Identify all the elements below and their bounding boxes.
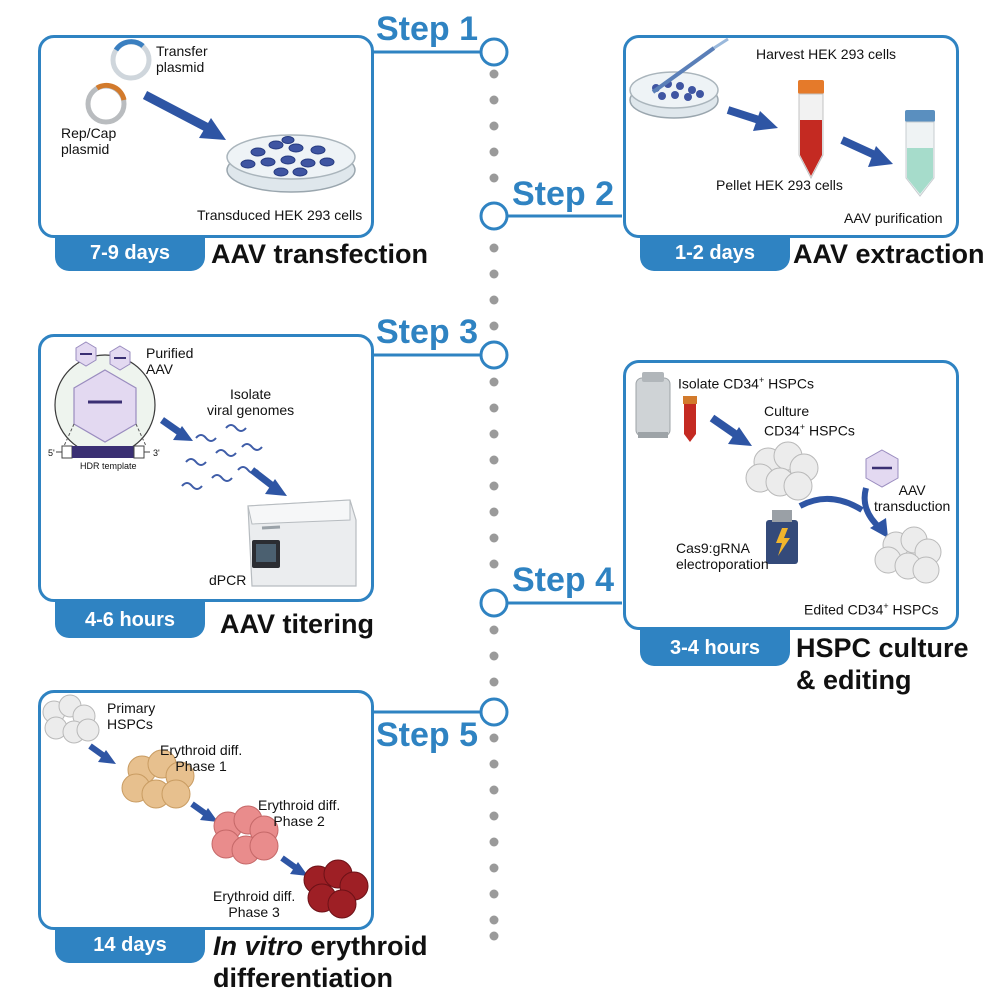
cell-cluster-icon: [42, 694, 100, 744]
cell-cluster-icon: [874, 526, 942, 584]
arrow-icon: [142, 91, 211, 132]
three-prime-label: 3': [153, 448, 160, 458]
step-1-title: AAV transfection: [211, 239, 429, 269]
step-2-title: AAV extraction: [793, 239, 985, 269]
step-4-title: HSPC culture & editing: [796, 633, 969, 695]
step-5-label: Step 5: [376, 716, 479, 754]
aav-transduction-label: AAV transduction: [874, 482, 951, 514]
transduced-cells-label: Transduced HEK 293 cells: [197, 207, 363, 223]
electroporation-icon: [766, 510, 798, 564]
step-5-duration-badge: 14 days: [55, 927, 205, 963]
step-1-label: Step 1: [376, 10, 479, 48]
step-1-duration-badge: 7-9 days: [55, 235, 205, 271]
dpcr-label: dPCR: [209, 572, 247, 588]
phase-3-label: Erythroid diff. Phase 3: [213, 888, 296, 920]
step-2-duration-badge: 1-2 days: [640, 235, 790, 271]
step-2-panel: [623, 35, 959, 238]
phase-2-label: Erythroid diff. Phase 2: [258, 797, 341, 829]
plasmid-icon: [110, 39, 152, 81]
step-4-label: Step 4: [512, 561, 615, 599]
step-3-duration-badge: 4-6 hours: [55, 602, 205, 638]
primary-hspcs-label: Primary HSPCs: [107, 700, 156, 732]
step-3-title: AAV titering: [220, 609, 374, 639]
edited-cd34-label: Edited CD34+ HSPCs: [804, 601, 939, 618]
step-5-title: In vitro erythroid differentiation: [213, 931, 428, 993]
freezer-icon: [635, 372, 671, 438]
isolate-genomes-label: Isolate viral genomes: [207, 386, 295, 418]
plasmid-icon: [85, 82, 127, 125]
aav-purification-label: AAV purification: [844, 210, 943, 226]
pellet-label: Pellet HEK 293 cells: [716, 177, 843, 193]
petri-dish-icon: [226, 134, 356, 193]
timeline-dots: [489, 69, 499, 941]
purified-aav-label: Purified AAV: [146, 345, 194, 377]
step-4-duration-badge: 3-4 hours: [640, 630, 790, 666]
electroporation-label: Cas9:gRNA electroporation: [676, 540, 769, 572]
cell-cluster-icon: [303, 859, 369, 919]
tube-icon: [798, 80, 824, 180]
cell-cluster-icon: [745, 441, 819, 501]
hdr-template-icon: [56, 445, 150, 459]
harvest-label: Harvest HEK 293 cells: [756, 46, 897, 62]
hdr-template-label: HDR template: [80, 461, 137, 471]
transfer-plasmid-label: Transfer plasmid: [156, 43, 208, 75]
capsid-icon: [54, 341, 156, 456]
scraper-icon: [651, 37, 729, 94]
repcap-plasmid-label: Rep/Cap plasmid: [61, 125, 117, 157]
petri-dish-icon: [629, 71, 719, 119]
step-3-label: Step 3: [376, 313, 479, 351]
five-prime-label: 5': [48, 448, 55, 458]
cell-cluster-icon: [211, 805, 279, 865]
isolate-cd34-label: Isolate CD34+ HSPCs: [678, 375, 814, 392]
column-icon: [905, 110, 935, 197]
step-2-label: Step 2: [512, 175, 615, 213]
tube-icon: [683, 396, 697, 442]
dpcr-machine-icon: [247, 499, 357, 587]
cell-cluster-icon: [121, 749, 195, 809]
capsid-icon: [865, 449, 899, 488]
phase-1-label: Erythroid diff. Phase 1: [160, 742, 243, 774]
